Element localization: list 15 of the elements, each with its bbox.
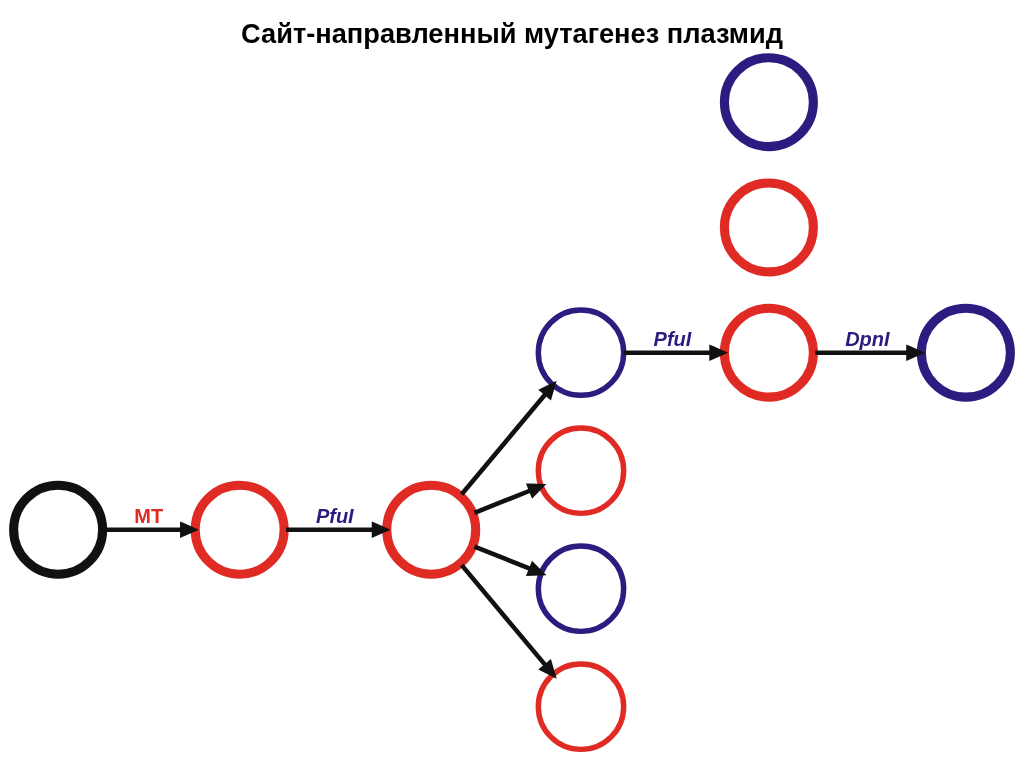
arrow: [459, 563, 557, 679]
arrow: [473, 482, 547, 515]
node-circle: [535, 424, 627, 516]
arrow: [473, 544, 547, 576]
edge-label: PfuI: [315, 504, 354, 527]
arrow: [459, 380, 557, 496]
edge-label: MT: [134, 504, 164, 527]
edge-label: DpnI: [845, 327, 890, 350]
node-circle: [535, 542, 627, 634]
edge-label: PfuI: [653, 327, 692, 350]
diagram-title: Сайт-направленный мутагенез плазмид: [241, 17, 784, 49]
arrow: [623, 343, 729, 361]
arrow: [815, 343, 926, 361]
arrow: [104, 520, 199, 538]
arrow: [286, 520, 391, 538]
